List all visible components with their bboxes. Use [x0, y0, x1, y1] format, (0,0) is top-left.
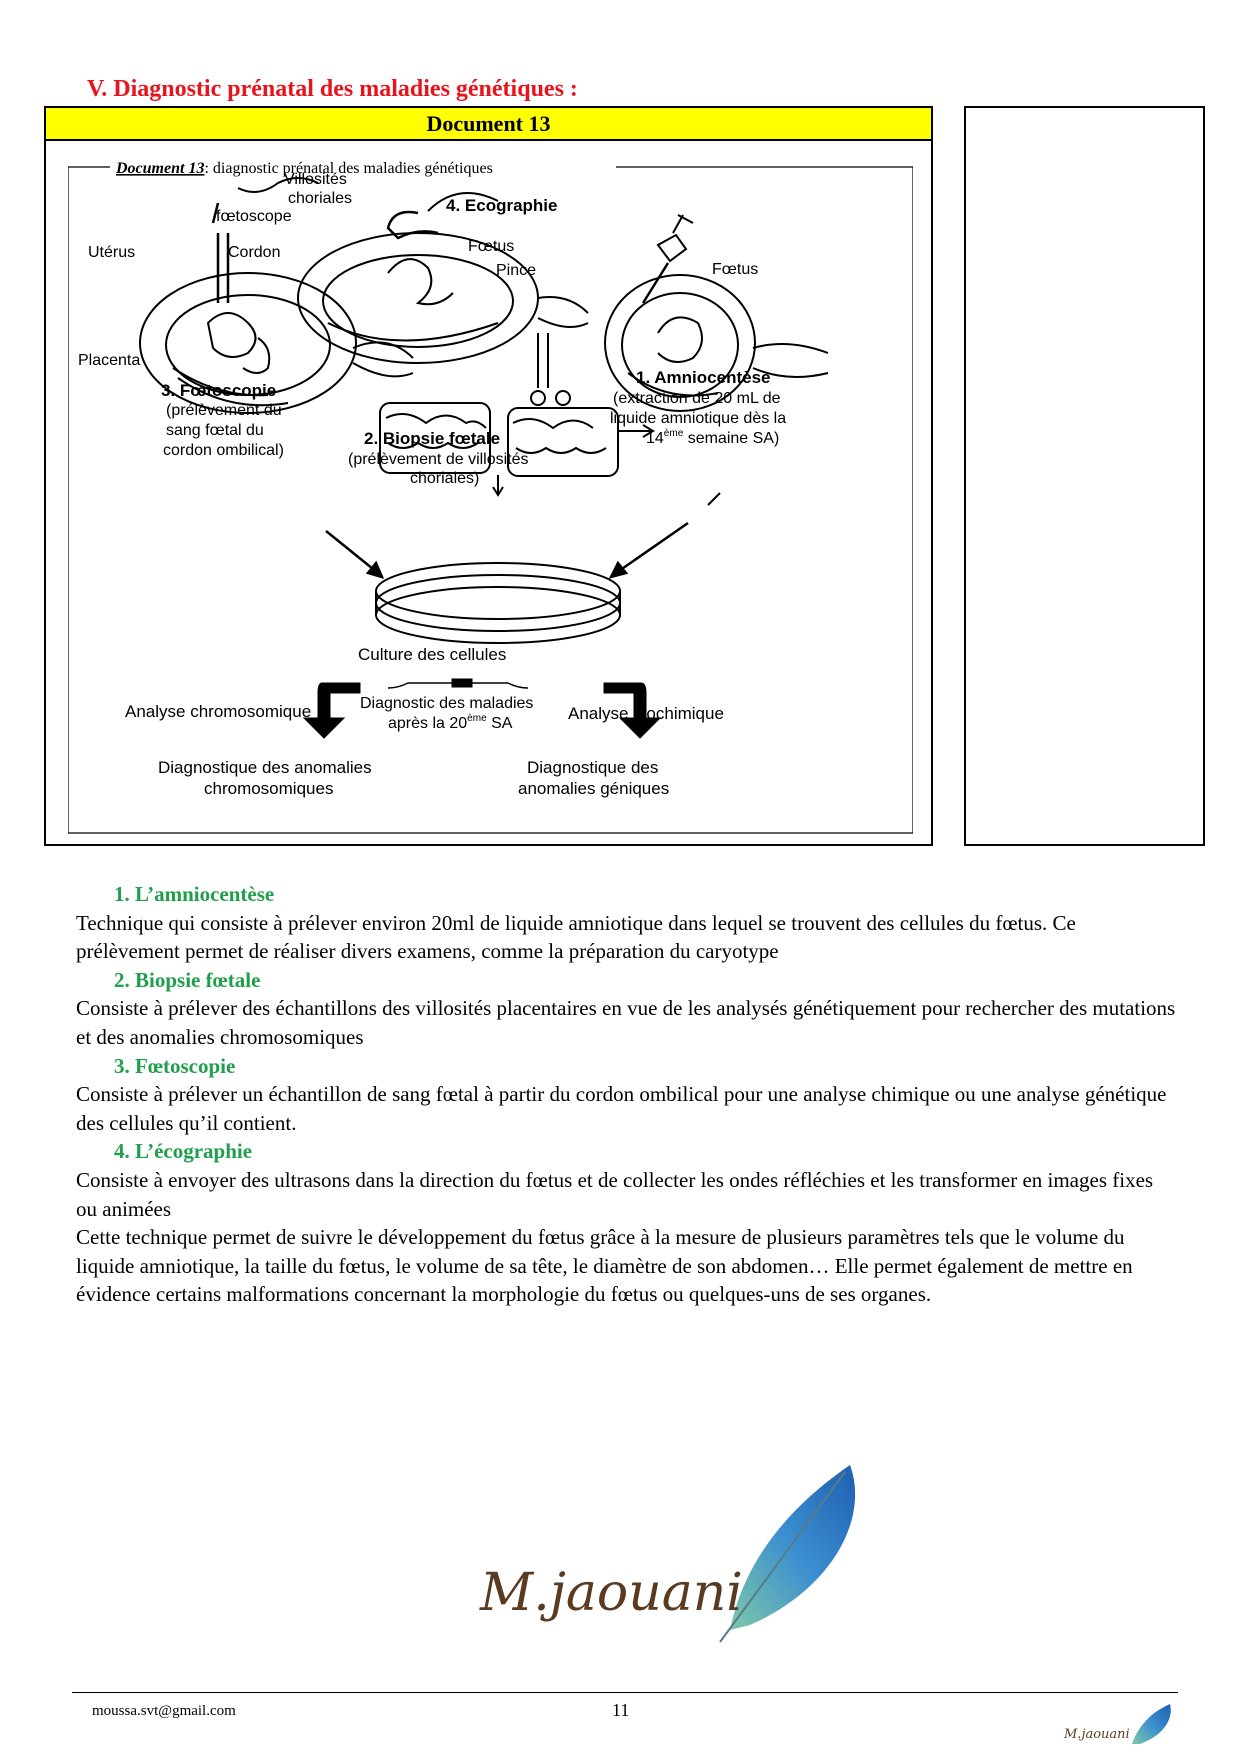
svg-text:Document 13: diagnostic prénat: Document 13: diagnostic prénatal des mal… [115, 160, 493, 177]
section-title: V. Diagnostic prénatal des maladies géné… [87, 76, 578, 102]
foetoscopie-line1: (prélèvement du [166, 402, 282, 419]
label-culture: Culture des cellules [358, 645, 506, 664]
footer-logo: M.jaouani [1063, 1704, 1171, 1744]
page-number: 11 [612, 1700, 630, 1720]
figure-caption: : diagnostic prénatal des maladies génét… [204, 160, 492, 177]
amnio-line1: (extraction de 20 mL de [613, 390, 781, 407]
section-1-title: 1. L’amniocentèse [114, 882, 275, 906]
document-header: Document 13 [46, 108, 931, 141]
section-1-text: Technique qui consiste à prélever enviro… [76, 910, 1076, 964]
biopsie-line2: choriales) [410, 470, 479, 487]
label-diag-maladies-1: Diagnostic des maladies [360, 695, 533, 712]
author-logo: M.jaouani [479, 1465, 856, 1643]
side-notes-box [964, 106, 1205, 846]
arrows-to-culture [325, 492, 721, 579]
label-foetus-middle: Fœtus [468, 238, 514, 255]
footer-divider [72, 1692, 1178, 1693]
section-3-text: Consiste à prélever un échantillon de sa… [76, 1082, 1167, 1135]
foetoscopie-line3: cordon ombilical) [163, 442, 284, 459]
document-box: Document 13 Document 13: diagnostic prén… [44, 106, 933, 846]
figure-caption-bold: Document 13 [115, 160, 204, 177]
label-placenta: Placenta [78, 352, 140, 369]
section-4-text-2: Cette technique permet de suivre le déve… [76, 1225, 1133, 1307]
foetoscopie-title: 3. Fœtoscopie [161, 381, 276, 400]
label-diag-chromo-1: Diagnostique des anomalies [158, 758, 372, 777]
footer-logo-text: M.jaouani [1063, 1727, 1130, 1742]
amnio-title: 1. Amniocentèse [636, 368, 770, 387]
label-cordon: Cordon [228, 244, 280, 261]
branch-arrows [302, 678, 662, 739]
label-ecographie: 4. Ecographie [446, 196, 557, 215]
label-analyse-chromosomique: Analyse chromosomique [125, 702, 311, 721]
footer-feather-icon [1132, 1704, 1171, 1744]
foetoscopy-drawing [139, 177, 414, 414]
label-foetoscope: fœtoscope [216, 208, 292, 225]
petri-dish [375, 562, 621, 644]
label-diag-gen-2: anomalies géniques [518, 779, 669, 798]
logo-text: M.jaouani [479, 1563, 743, 1623]
label-analyse-biochimique: Analyse biochimique [568, 704, 724, 723]
amnio-line3: 14ème semaine SA) [646, 428, 779, 447]
biopsie-line1: (prélèvement de villosités [348, 451, 529, 468]
ultrasound-drawing [297, 192, 589, 406]
label-foetus-right: Fœtus [712, 261, 758, 278]
amnio-line2: liquide amniotique dès la [610, 410, 786, 427]
biopsy-drawing [379, 402, 655, 497]
label-pince: Pince [496, 262, 536, 279]
label-diag-gen-1: Diagnostique des [527, 758, 658, 777]
section-3-title: 3. Fœtoscopie [114, 1053, 236, 1078]
amniocentesis-drawing [604, 214, 829, 412]
label-uterus: Utérus [88, 244, 135, 261]
label-diag-chromo-2: chromosomiques [204, 779, 333, 798]
label-choriales: choriales [288, 190, 352, 207]
foetoscopie-line2: sang fœtal du [166, 422, 264, 439]
label-diag-maladies-2: après la 20ème SA [388, 713, 513, 732]
section-4-text-1: Consiste à envoyer des ultrasons dans la… [76, 1167, 1154, 1221]
biopsie-title: 2. Biopsie fœtale [364, 429, 500, 448]
label-villosites: Villosités [284, 171, 347, 188]
section-2-text: Consiste à prélever des échantillons des… [76, 996, 1176, 1049]
section-4-title: 4. L’écographie [114, 1139, 253, 1164]
footer-email: moussa.svt@gmail.com [92, 1703, 236, 1719]
section-2-title: 2. Biopsie fœtale [114, 967, 261, 992]
prenatal-diagnosis-figure: Document 13: diagnostic prénatal des mal… [68, 160, 913, 834]
feather-icon [719, 1465, 856, 1643]
content-sections: 1. L’amniocentèse Technique qui consiste… [76, 880, 1176, 1309]
